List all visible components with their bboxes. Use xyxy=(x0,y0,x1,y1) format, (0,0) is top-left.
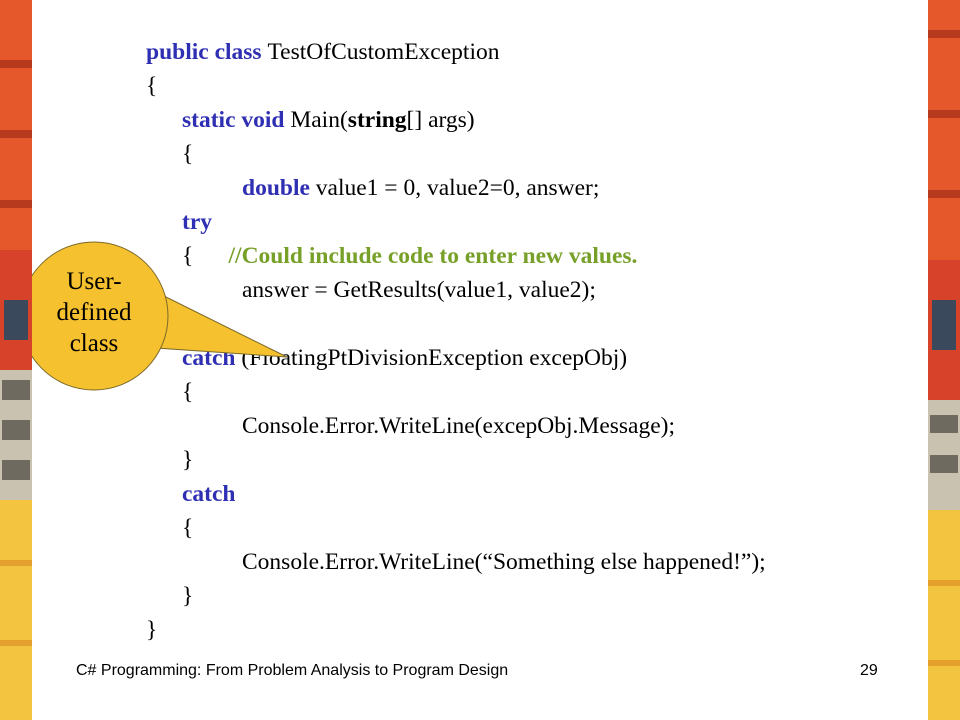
code-token: } xyxy=(182,311,194,337)
code-token: try xyxy=(182,209,213,235)
code-token: Console.Error.WriteLine(“Something else … xyxy=(242,549,766,575)
code-token: Console.Error.WriteLine(excepObj.Message… xyxy=(242,413,676,439)
code-line: Console.Error.WriteLine(“Something else … xyxy=(242,545,766,579)
code-line: double value1 = 0, value2=0, answer; xyxy=(242,171,599,205)
code-token: Main( xyxy=(290,107,348,133)
code-line: { xyxy=(182,137,193,171)
callout-line: defined xyxy=(56,299,132,326)
code-line: { //Could include code to enter new valu… xyxy=(182,239,637,273)
code-token: answer = GetResults(value1, value2); xyxy=(242,277,596,303)
code-token: catch xyxy=(182,345,242,371)
right-decorative-border xyxy=(928,0,960,720)
code-token: double xyxy=(242,175,316,201)
footer-title: C# Programming: From Problem Analysis to… xyxy=(76,662,509,679)
code-line: answer = GetResults(value1, value2); xyxy=(242,273,596,307)
code-token: } xyxy=(182,583,194,609)
code-line: } xyxy=(182,579,193,613)
code-token: catch xyxy=(182,481,236,507)
code-line: { xyxy=(146,69,157,103)
code-line: try xyxy=(182,205,212,239)
code-line: } xyxy=(182,443,193,477)
left-decorative-border xyxy=(0,0,32,720)
page-number: 29 xyxy=(860,662,878,679)
code-token: { xyxy=(182,243,229,269)
code-token: (FloatingPtDivisionException excepObj) xyxy=(241,345,628,371)
code-line: catch (FloatingPtDivisionException excep… xyxy=(182,341,627,375)
code-token: { xyxy=(182,379,194,405)
code-line: } xyxy=(182,307,193,341)
code-token: string xyxy=(347,107,407,133)
code-token: { xyxy=(182,515,194,541)
code-token: //Could include code to enter new values… xyxy=(228,243,638,269)
code-line: } xyxy=(146,613,157,647)
code-line: public class TestOfCustomException xyxy=(146,35,499,69)
code-token: static void xyxy=(182,107,291,133)
callout-line: User- xyxy=(66,268,122,295)
code-token: { xyxy=(146,73,158,99)
code-line: Console.Error.WriteLine(excepObj.Message… xyxy=(242,409,675,443)
code-line: catch xyxy=(182,477,236,511)
code-token: } xyxy=(182,447,194,473)
code-token: { xyxy=(182,141,194,167)
code-token: TestOfCustomException xyxy=(267,39,500,65)
slide: public class TestOfCustomException { sta… xyxy=(32,0,928,720)
code-line: { xyxy=(182,375,193,409)
code-token: [] args) xyxy=(406,107,475,133)
code-line: { xyxy=(182,511,193,545)
code-line: static void Main(string[] args) xyxy=(182,103,475,137)
code-token: } xyxy=(146,617,158,643)
callout-line: class xyxy=(69,330,119,357)
callout-label: User- defined class xyxy=(24,266,164,359)
code-token: public class xyxy=(146,39,268,65)
code-token: value1 = 0, value2=0, answer; xyxy=(315,175,600,201)
